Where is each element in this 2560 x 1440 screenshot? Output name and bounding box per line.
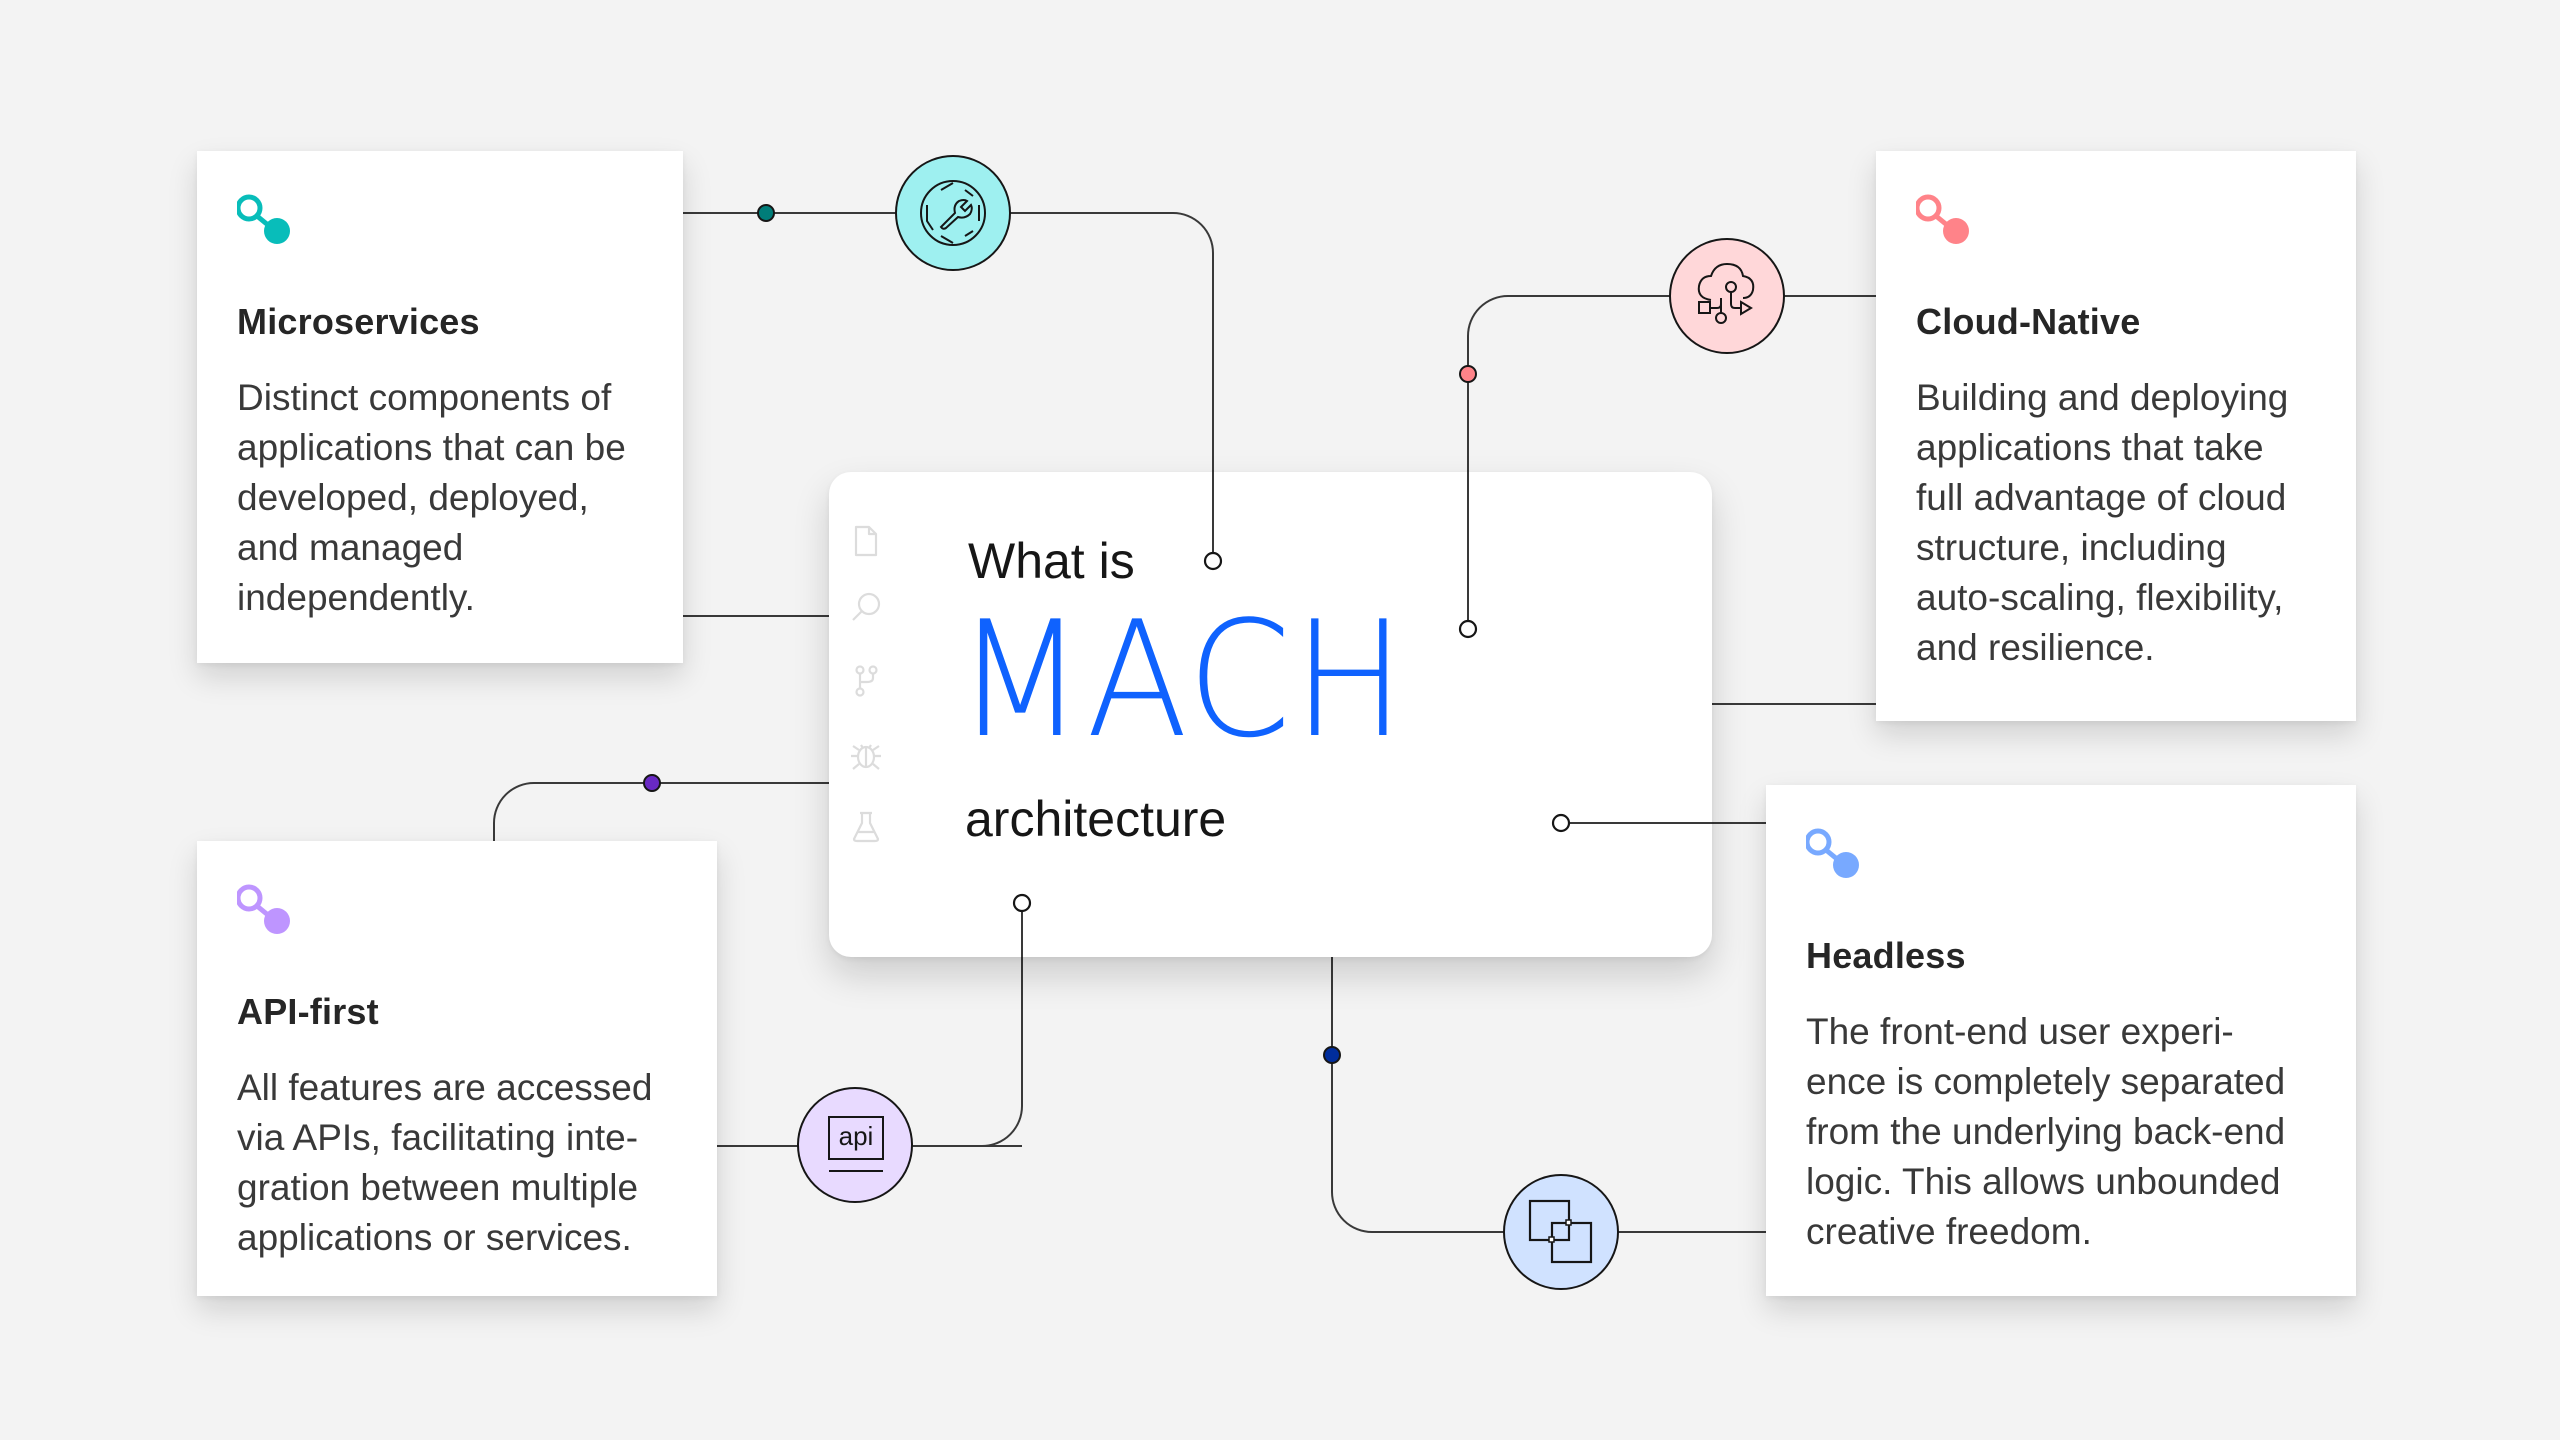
- search-icon: [852, 592, 881, 621]
- overlapping-squares-icon: [1503, 1174, 1619, 1290]
- card-microservices: Microservices Distinct components of app…: [197, 151, 683, 663]
- node-link-icon: [237, 884, 290, 934]
- bug-icon: [851, 744, 881, 770]
- node-link-icon: [1916, 194, 1969, 244]
- flask-icon: [852, 811, 880, 843]
- card-title: API-first: [237, 991, 379, 1032]
- card-body: Building and deploying applications that…: [1916, 377, 2289, 668]
- title-line-what-is: What is: [968, 533, 1135, 589]
- card-body: The front-end user experi- ence is compl…: [1806, 1011, 2286, 1252]
- title-mach: MACH: [956, 586, 1407, 773]
- wrench-hexagon-icon: [895, 155, 1011, 271]
- api-label: api: [838, 1121, 874, 1151]
- card-title: Headless: [1806, 935, 1966, 976]
- api-icon: [797, 1087, 913, 1203]
- center-title-card: What is MACH architecture: [829, 472, 1712, 957]
- card-title: Cloud-Native: [1916, 301, 2141, 342]
- card-api-first: API-first All features are accessed via …: [197, 841, 717, 1296]
- document-icon: [854, 525, 878, 557]
- branch-icon: [855, 665, 878, 697]
- node-link-icon: [1806, 828, 1859, 878]
- cloud-flow-icon: [1669, 238, 1785, 354]
- card-body: All features are accessed via APIs, faci…: [237, 1067, 653, 1258]
- title-line-architecture: architecture: [965, 791, 1227, 847]
- card-cloud-native: Cloud-Native Building and deploying appl…: [1876, 151, 2356, 721]
- node-link-icon: [237, 194, 290, 244]
- api-hub: api: [797, 1087, 913, 1203]
- card-body: Distinct components of applications that…: [237, 377, 626, 618]
- card-title: Microservices: [237, 301, 480, 342]
- card-headless: Headless The front-end user experi- ence…: [1766, 785, 2356, 1296]
